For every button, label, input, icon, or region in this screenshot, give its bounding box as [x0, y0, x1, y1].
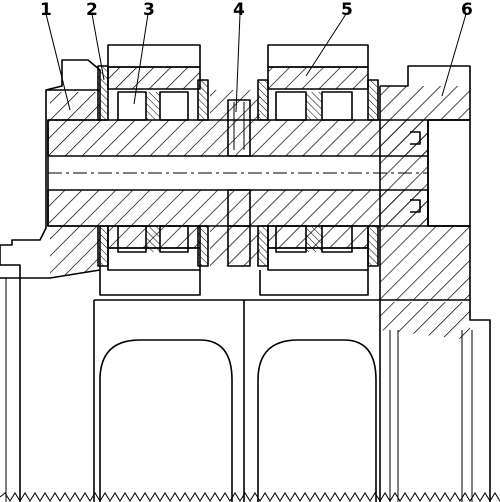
right-cover: [379, 65, 491, 502]
leader-lines: [45, 13, 467, 113]
bearing-left: [107, 44, 201, 271]
lower-body: [93, 270, 381, 502]
callout-labels: 1 2 3 4 5 6: [40, 0, 473, 20]
bearing-right: [257, 44, 379, 271]
callout-1: 1: [40, 0, 52, 20]
seal-rings: [97, 65, 209, 267]
callout-6: 6: [461, 0, 473, 20]
spacer-pin: [210, 90, 260, 267]
callout-3: 3: [143, 0, 155, 20]
callout-4: 4: [233, 0, 245, 20]
callout-5: 5: [341, 0, 353, 20]
shaft: [47, 119, 429, 227]
callout-2: 2: [86, 0, 98, 20]
break-line: [0, 492, 500, 502]
left-housing: [0, 59, 101, 502]
